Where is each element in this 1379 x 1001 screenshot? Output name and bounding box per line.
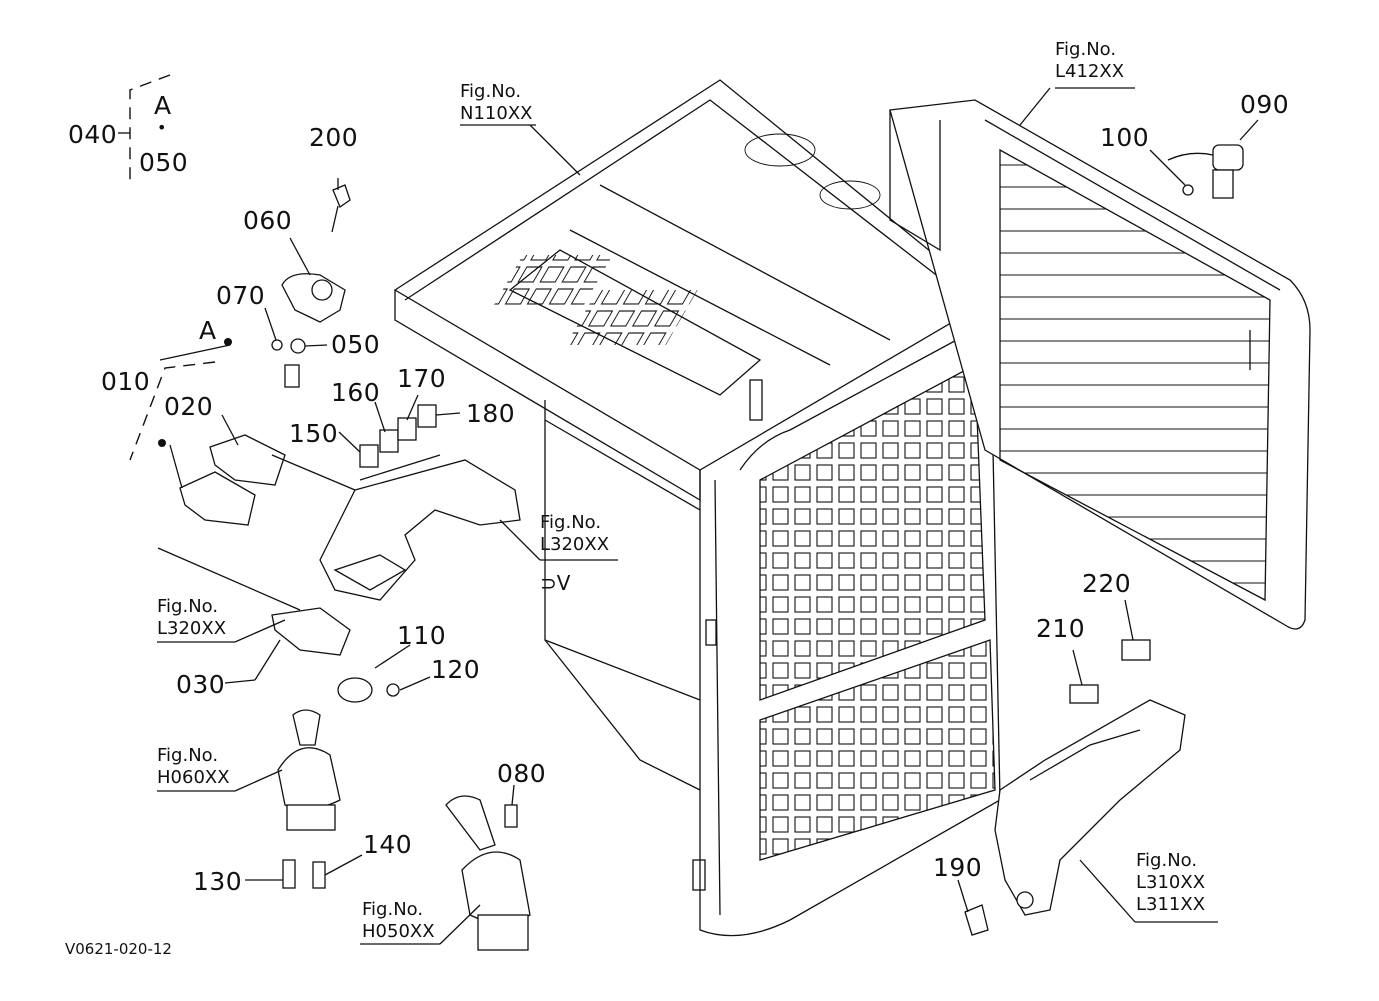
cab-assembly: ⊃V — [393, 79, 1001, 937]
fig-ref-l320-left: Fig.No. L320XX — [157, 596, 226, 640]
fig-ref-code: L412XX — [1055, 61, 1125, 82]
part-label-140: 140 — [363, 830, 413, 859]
fig-ref-label: Fig.No. — [362, 899, 424, 920]
fig-ref-h050: Fig.No. H050XX — [362, 899, 435, 943]
fig-ref-code: N110XX — [460, 103, 533, 124]
point-a-label: A — [199, 316, 217, 345]
joystick-right — [445, 795, 531, 951]
fig-ref-label: Fig.No. — [157, 596, 219, 617]
fig-ref-label: Fig.No. — [1136, 850, 1198, 871]
key-switch-parts — [271, 184, 351, 388]
fig-ref-l320-center: Fig.No. L320XX — [540, 512, 609, 556]
part-label-020: 020 — [164, 392, 214, 421]
part-label-120: 120 — [431, 655, 481, 684]
part-label-150: 150 — [289, 419, 339, 448]
fig-ref-code-2: L311XX — [1136, 894, 1206, 915]
bracket — [254, 607, 400, 703]
part-label-220: 220 — [1082, 569, 1132, 598]
fig-ref-label: Fig.No. — [540, 512, 602, 533]
part-label-210: 210 — [1036, 614, 1086, 643]
switch-090-part — [1167, 144, 1244, 199]
fig-ref-code-1: L310XX — [1136, 872, 1206, 893]
part-label-010: 010 — [101, 367, 151, 396]
diagram-code: V0621-020-12 — [65, 940, 172, 958]
side-console — [964, 639, 1186, 936]
part-label-050: 050 — [331, 330, 381, 359]
fig-ref-h060: Fig.No. H060XX — [157, 745, 230, 789]
part-label-080: 080 — [497, 759, 547, 788]
rear-grille — [889, 99, 1311, 630]
svg-text:⊃V: ⊃V — [540, 571, 571, 595]
fig-ref-label: Fig.No. — [157, 745, 219, 766]
part-label-040: 040 — [68, 120, 118, 149]
part-label-130: 130 — [193, 867, 243, 896]
part-label-110: 110 — [397, 621, 447, 650]
fig-ref-code: H050XX — [362, 921, 435, 942]
part-label-160: 160 — [331, 378, 381, 407]
leader-lines — [118, 74, 1259, 945]
fig-ref-l310: Fig.No. L310XX L311XX — [1136, 850, 1205, 916]
group-line1: A — [154, 91, 172, 120]
fig-ref-code: L320XX — [157, 618, 227, 639]
part-label-030: 030 — [176, 670, 226, 699]
fig-ref-l412: Fig.No. L412XX — [1055, 39, 1124, 83]
fig-ref-label: Fig.No. — [460, 81, 522, 102]
part-label-070: 070 — [216, 281, 266, 310]
fig-ref-label: Fig.No. — [1055, 39, 1117, 60]
joystick-left — [277, 709, 341, 889]
part-label-100: 100 — [1100, 123, 1150, 152]
part-label-050-group: 050 — [139, 148, 189, 177]
part-label-060: 060 — [243, 206, 293, 235]
part-label-190: 190 — [933, 853, 983, 882]
fig-ref-n110: Fig.No. N110XX — [460, 81, 532, 125]
part-label-170: 170 — [397, 364, 447, 393]
part-label-090: 090 — [1240, 90, 1290, 119]
panel-assembly — [319, 404, 521, 601]
part-label-180: 180 — [466, 399, 516, 428]
part-label-200: 200 — [309, 123, 359, 152]
fig-ref-code: H060XX — [157, 767, 230, 788]
group-dot: • — [157, 118, 167, 137]
fig-ref-code: L320XX — [540, 534, 610, 555]
relays — [179, 434, 286, 526]
